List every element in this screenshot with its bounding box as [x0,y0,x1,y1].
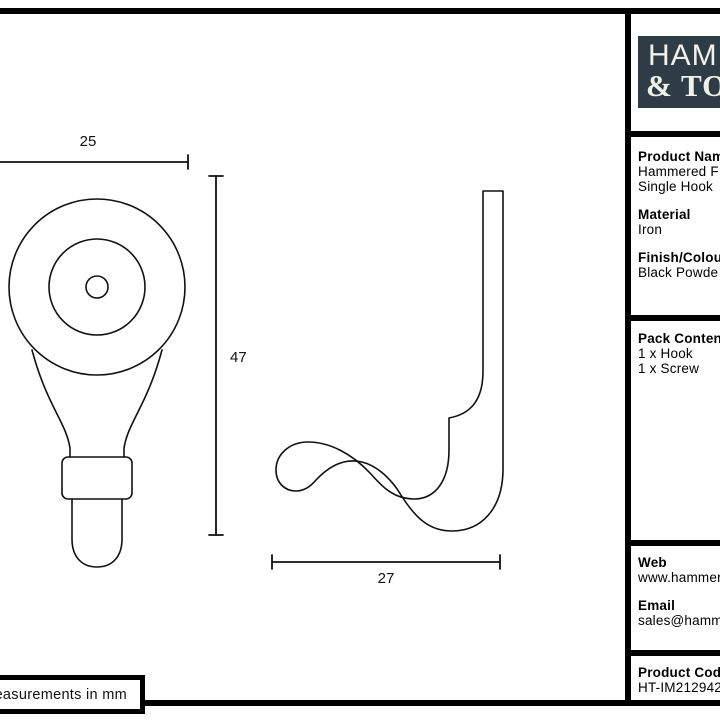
drawing-svg: 25 47 27 [0,133,504,587]
material-value: Iron [638,222,663,237]
divider-spec-pack [631,315,720,321]
measurement-note-box: measurements in mm [0,675,145,714]
product-name-value-line1: Hammered F [638,164,719,179]
logo-cell: HAM & TO [631,14,720,131]
dimension-label-27: 27 [378,570,395,587]
product-name-value-line2: Single Hook [638,179,713,194]
dimension-47 [208,175,224,536]
email-value[interactable]: sales@hamm [638,613,720,628]
front-view-geometry [8,198,186,568]
logo-text-line2: & TO [646,68,720,103]
frame-bottom-border [0,700,720,706]
web-value[interactable]: www.hammer [638,570,720,585]
measurement-note-text: measurements in mm [0,686,127,703]
finish-value: Black Powde [638,265,719,280]
product-info-panel: HAM & TO Product Nam Hammered F Single H… [631,14,720,700]
product-code-label: Product Cod [638,665,720,680]
logo-text-line1: HAM [648,39,718,72]
divider-contact-code [631,650,720,656]
pack-contents-cell: Pack Conten 1 x Hook 1 x Screw [631,321,720,540]
product-name-label: Product Nam [638,149,720,164]
pack-contents-label: Pack Conten [638,331,720,346]
material-label: Material [638,207,691,222]
drawing-area: 25 47 27 measurements in mm [0,14,625,714]
divider-pack-contact [631,540,720,546]
brand-logo: HAM & TO [638,36,720,108]
web-label: Web [638,555,667,570]
specification-cell: Product Nam Hammered F Single Hook Mater… [631,137,720,315]
dimension-label-47: 47 [230,349,247,366]
dimension-label-25: 25 [80,133,97,150]
email-label: Email [638,598,676,613]
frame-vertical-divider [625,8,631,706]
pack-contents-item-1: 1 x Hook [638,346,693,361]
contact-cell: Web www.hammer Email sales@hamm [631,546,720,650]
pack-contents-item-2: 1 x Screw [638,361,700,376]
frame-top-border [0,8,720,14]
side-view-geometry [275,190,504,532]
dimension-27 [271,554,501,570]
product-code-value: HT-IM212942 [638,680,720,695]
finish-label: Finish/Colou [638,250,720,265]
product-code-cell: Product Cod HT-IM212942 [631,656,720,700]
divider-logo-spec [631,131,720,137]
dimension-25 [0,154,189,170]
